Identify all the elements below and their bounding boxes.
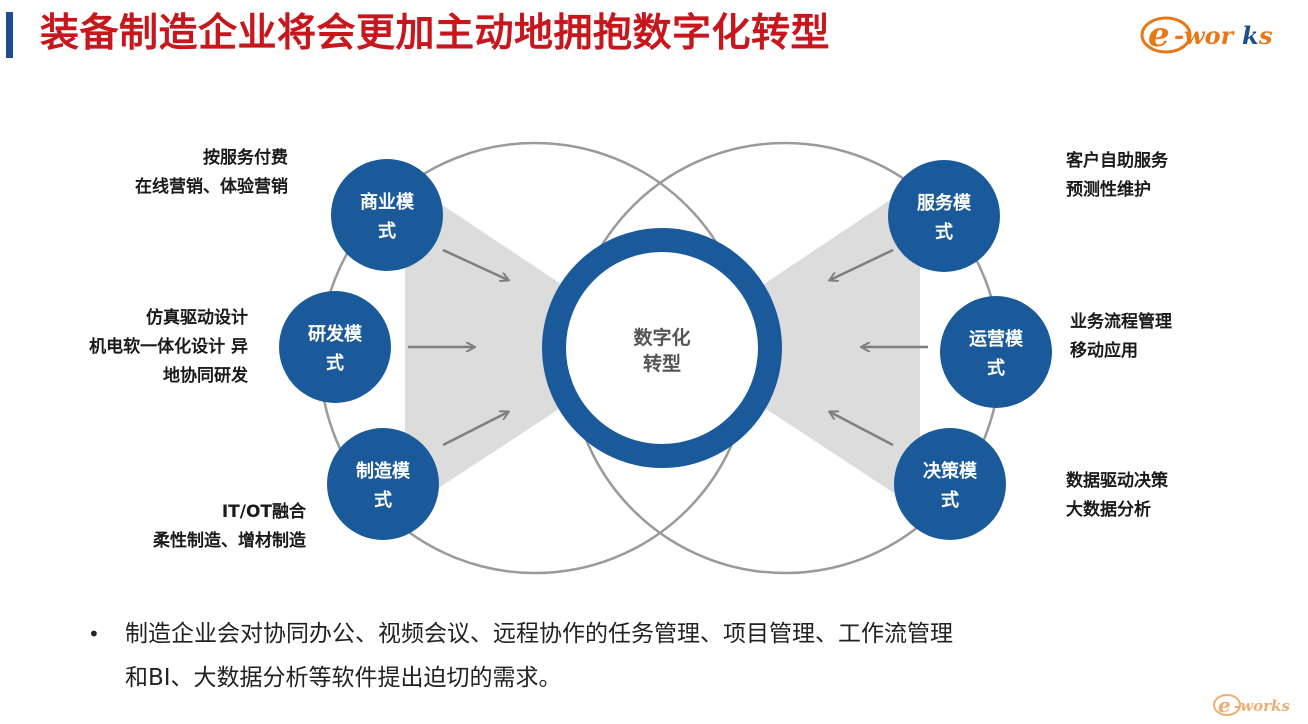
page-title: 装备制造企业将会更加主动地拥抱数字化转型 xyxy=(40,11,831,56)
svg-text:e: e xyxy=(1148,15,1170,55)
node-rd: 研发模 式 xyxy=(279,291,391,403)
note-rd-line-1: 仿真驱动设计 xyxy=(146,308,248,328)
node-service: 服务模 式 xyxy=(888,160,1000,272)
note-business-line-1: 按服务付费 xyxy=(203,148,288,168)
note-decision: 数据驱动决策 大数据分析 xyxy=(1066,467,1266,525)
node-business-label-1: 商业模 xyxy=(360,191,415,213)
arrow-manufacturing xyxy=(442,412,508,447)
node-business: 商业模 式 xyxy=(331,159,443,271)
svg-text:-works: -works xyxy=(1234,697,1290,715)
svg-text:-wor: -wor xyxy=(1174,21,1236,50)
node-business-label-2: 式 xyxy=(378,220,396,242)
note-operation-line-1: 业务流程管理 xyxy=(1070,312,1172,332)
note-decision-line-1: 数据驱动决策 xyxy=(1066,471,1168,491)
note-service-line-1: 客户自助服务 xyxy=(1066,151,1168,171)
node-manufacturing-label-1: 制造模 xyxy=(356,460,411,482)
center-label-line1: 数字化 xyxy=(633,326,690,349)
node-service-label-2: 式 xyxy=(935,221,953,243)
node-decision: 决策模 式 xyxy=(894,428,1006,540)
note-rd-line-3: 地协同研发 xyxy=(163,366,248,386)
note-business-line-2: 在线营销、体验营销 xyxy=(135,177,288,197)
note-operation-line-2: 移动应用 xyxy=(1070,341,1138,361)
node-operation-label-2: 式 xyxy=(987,357,1005,379)
note-manufacturing-line-1: IT/OT融合 xyxy=(221,502,306,522)
svg-text:e: e xyxy=(1218,693,1231,717)
center-label-line2: 转型 xyxy=(643,352,681,375)
left-gray-fan xyxy=(405,180,585,510)
note-operation: 业务流程管理 移动应用 xyxy=(1070,308,1270,366)
right-gray-fan xyxy=(740,180,920,510)
node-rd-label-1: 研发模 xyxy=(308,323,363,345)
node-operation-label-1: 运营模 xyxy=(969,328,1024,350)
node-manufacturing: 制造模 式 xyxy=(327,428,439,540)
note-decision-line-2: 大数据分析 xyxy=(1066,500,1151,520)
arrow-decision xyxy=(830,412,894,447)
node-operation: 运营模 式 xyxy=(940,296,1052,408)
node-manufacturing-label-2: 式 xyxy=(374,489,392,511)
svg-text:s: s xyxy=(1258,21,1273,50)
bullet-line-1: 制造企业会对协同办公、视频会议、远程协作的任务管理、项目管理、工作流管理 xyxy=(125,621,953,647)
note-manufacturing: IT/OT融合 柔性制造、增材制造 xyxy=(110,498,306,556)
node-service-label-1: 服务模 xyxy=(917,192,972,214)
note-rd: 仿真驱动设计 机电软一体化设计 异 地协同研发 xyxy=(40,304,248,391)
svg-text:k: k xyxy=(1242,21,1259,50)
node-decision-label-1: 决策模 xyxy=(923,460,978,482)
e-works-watermark-logo: e -works xyxy=(1213,693,1290,717)
node-rd-label-2: 式 xyxy=(326,352,344,374)
center-ring xyxy=(542,228,782,468)
note-rd-line-2: 机电软一体化设计 异 xyxy=(89,337,248,357)
title-accent-bar xyxy=(6,12,13,58)
bullet-paragraph: • 制造企业会对协同办公、视频会议、远程协作的任务管理、项目管理、工作流管理 和… xyxy=(88,612,1208,700)
bullet-dot-icon: • xyxy=(88,622,100,646)
note-business: 按服务付费 在线营销、体验营销 xyxy=(100,144,288,202)
arrow-business xyxy=(442,248,508,280)
arrow-service xyxy=(830,248,894,280)
note-service-line-2: 预测性维护 xyxy=(1066,180,1151,200)
note-service: 客户自助服务 预测性维护 xyxy=(1066,147,1266,205)
e-works-logo: e -wor k s xyxy=(1140,15,1273,55)
node-decision-label-2: 式 xyxy=(941,489,959,511)
bullet-line-2: 和BI、大数据分析等软件提出迫切的需求。 xyxy=(125,665,562,691)
note-manufacturing-line-2: 柔性制造、增材制造 xyxy=(153,531,306,551)
